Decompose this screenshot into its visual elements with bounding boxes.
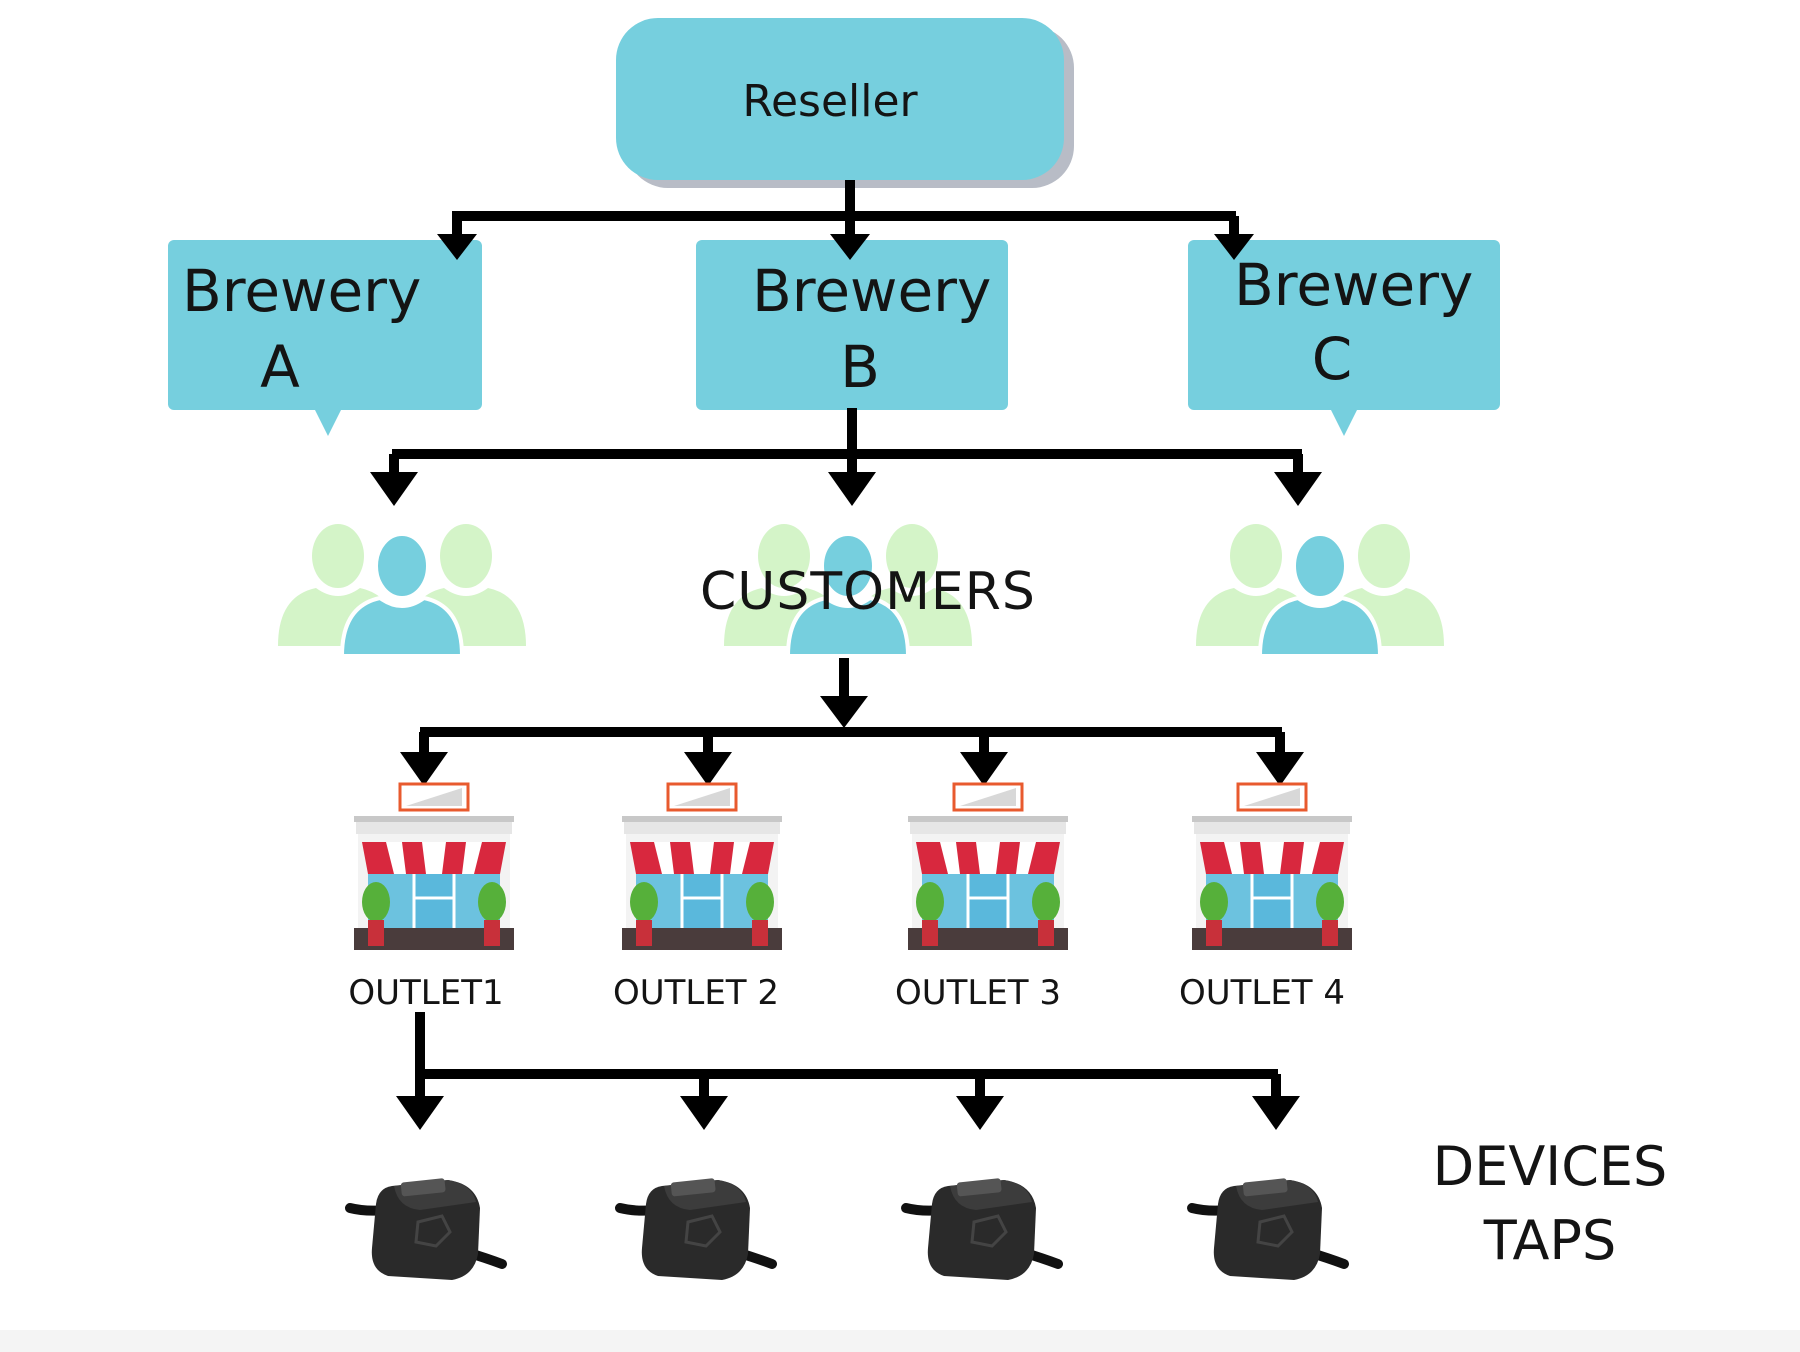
arrowhead (830, 234, 870, 260)
outlet-label: OUTLET1 (348, 973, 504, 1013)
reseller-label: Reseller (742, 76, 918, 127)
customers-label: CUSTOMERS (700, 562, 1036, 622)
outlet-to-devices-connector (415, 1012, 1281, 1108)
storefront-icon (620, 782, 784, 952)
arrowhead (396, 1096, 444, 1130)
brewery-a-node (168, 240, 482, 436)
brewery-a-label-line1: Brewery (182, 257, 422, 325)
outlet-label: OUTLET 2 (612, 973, 780, 1013)
brewery-to-customers-connector (389, 408, 1303, 482)
reseller-node (616, 18, 1074, 188)
customer-group-icon (1196, 524, 1444, 658)
arrowhead (828, 472, 876, 506)
outlet-label: OUTLET 4 (1178, 973, 1346, 1013)
storefront-icon (1190, 782, 1354, 952)
tap-device-icon (1192, 1178, 1344, 1280)
arrowhead (684, 752, 732, 786)
bottom-strip (0, 1330, 1800, 1352)
storefront-icon (352, 782, 516, 952)
tap-device-icon (620, 1178, 772, 1280)
brewery-c-node (1188, 240, 1500, 436)
tap-device-icon (906, 1178, 1058, 1280)
brewery-c-label-line1: Brewery (1234, 251, 1474, 319)
arrowhead (820, 696, 868, 728)
arrowhead (370, 472, 418, 506)
brewery-b-label-line2: B (840, 333, 880, 401)
arrowhead (437, 234, 477, 260)
arrowhead (1274, 472, 1322, 506)
arrowhead (956, 1096, 1004, 1130)
brewery-b-label-line1: Brewery (752, 257, 992, 325)
devices-label: DEVICES (1432, 1135, 1668, 1198)
storefront-icon (906, 782, 1070, 952)
brewery-c-label-line2: C (1311, 325, 1353, 393)
arrowhead (400, 752, 448, 786)
brewery-a-label-line2: A (260, 333, 300, 401)
taps-label: TAPS (1483, 1209, 1617, 1272)
arrowhead (960, 752, 1008, 786)
arrowhead (680, 1096, 728, 1130)
arrowhead (1252, 1096, 1300, 1130)
outlet-label: OUTLET 3 (894, 973, 1062, 1013)
arrowhead (1256, 752, 1304, 786)
customer-group-icon (278, 524, 526, 658)
brewery-b-node (696, 240, 1008, 410)
arrowhead (1214, 234, 1254, 260)
tap-device-icon (350, 1178, 502, 1280)
